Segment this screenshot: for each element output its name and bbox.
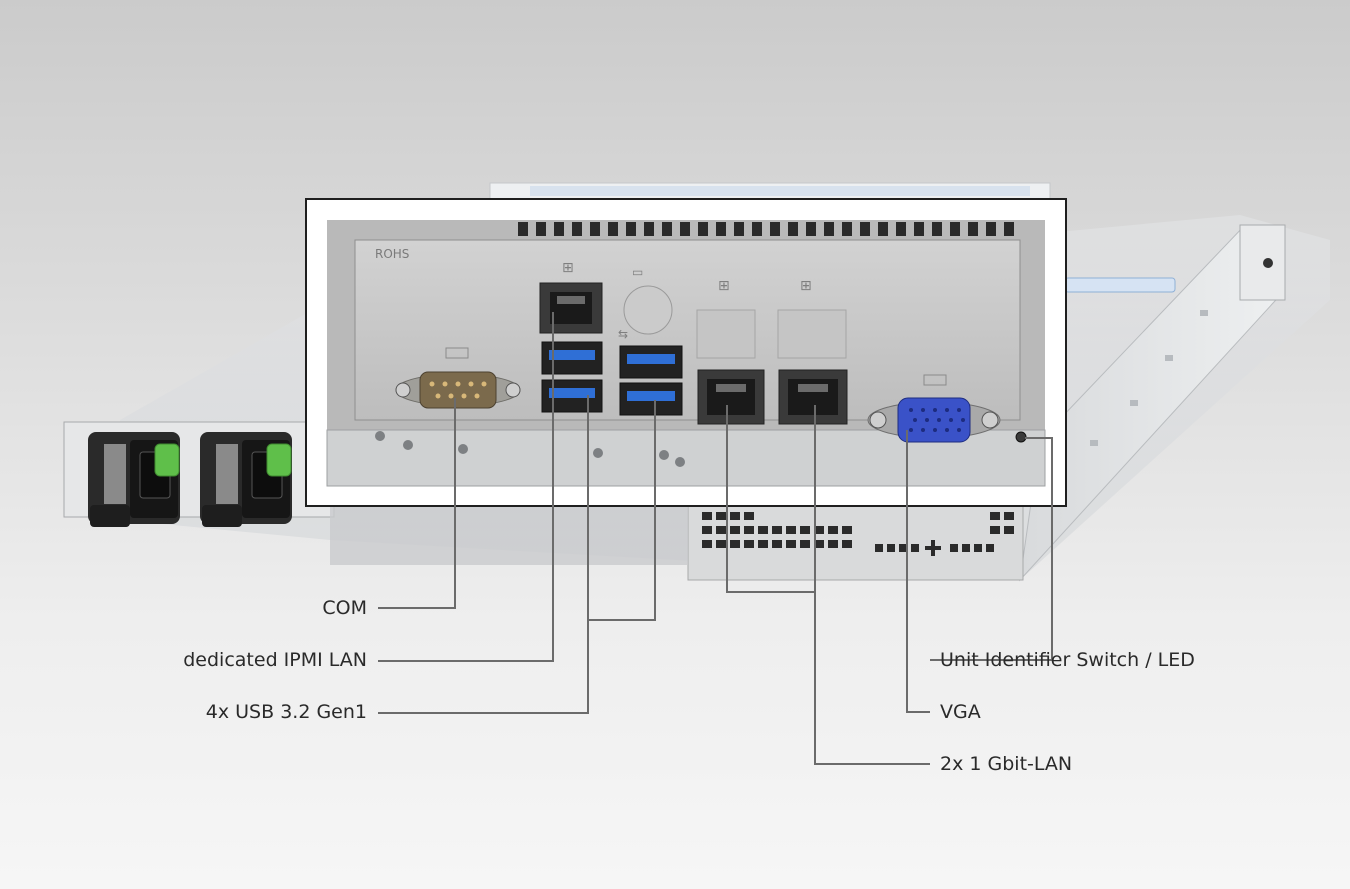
psu-latch[interactable]: [154, 443, 180, 477]
leader-vga: [906, 430, 930, 713]
com-port[interactable]: [395, 347, 521, 409]
callout-vga: VGA: [940, 701, 981, 723]
leader-lan: [726, 405, 815, 593]
callout-com: COM: [322, 597, 367, 619]
rear-vents: [687, 504, 1024, 581]
usb-ports: ⇆: [541, 327, 683, 416]
psu-2: [200, 432, 292, 527]
usb-icon: ⇆: [618, 327, 628, 341]
network-icon: ⊞: [718, 278, 730, 294]
leader-uid: [930, 437, 1053, 661]
lan-ports: ⊞ ⊞: [696, 278, 848, 425]
network-icon: ⊞: [562, 260, 574, 276]
leader-ipmi: [378, 312, 554, 662]
vga-port[interactable]: [867, 374, 1001, 443]
leader-lan-main: [814, 405, 930, 765]
knockout-hole: [623, 285, 673, 335]
callout-uid: Unit Identifier Switch / LED: [940, 649, 1195, 671]
leader-com: [378, 398, 456, 609]
power-supplies: [63, 421, 335, 527]
io-panel-inset: ROHS ⊞ ⇆: [305, 198, 1067, 507]
callout-lines: [378, 312, 1053, 765]
rohs-mark: ROHS: [375, 247, 409, 261]
callout-ipmi: dedicated IPMI LAN: [183, 649, 367, 671]
ipmi-lan-port[interactable]: ⊞: [539, 260, 603, 334]
network-icon: ⊞: [800, 278, 812, 294]
psu-1: [88, 432, 180, 527]
psu-latch[interactable]: [266, 443, 292, 477]
uid-switch-led[interactable]: [1015, 431, 1027, 443]
rack-ear: [1239, 224, 1286, 301]
callout-lan: 2x 1 Gbit-LAN: [940, 753, 1073, 775]
top-vent-holes: [518, 222, 1014, 236]
display-icon: ▭: [632, 265, 643, 279]
callout-usb: 4x USB 3.2 Gen1: [205, 701, 367, 723]
